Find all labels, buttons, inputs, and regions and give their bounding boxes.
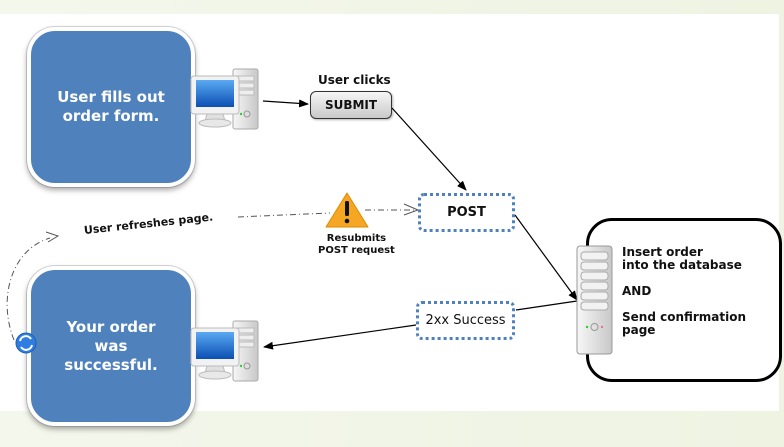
success-response-node: 2xx Success xyxy=(416,301,515,340)
warning-caption-line-2: POST request xyxy=(318,245,395,256)
success-line-1: Your order xyxy=(66,317,156,336)
success-line-3: successful. xyxy=(64,355,158,374)
server-tower-icon xyxy=(576,245,613,355)
server-line-3: Send confirmation xyxy=(622,310,747,324)
success-response-label: 2xx Success xyxy=(425,313,506,328)
arrow-computer-to-submit xyxy=(262,99,309,108)
order-form-label: User fills out order form. xyxy=(57,88,165,125)
desktop-computer-icon xyxy=(190,320,259,382)
desktop-computer-icon xyxy=(190,68,259,130)
order-form-box: User fills out order form. xyxy=(27,27,195,187)
server-line-2: into the database xyxy=(622,258,742,272)
success-page-box: Your order was successful. xyxy=(27,266,195,426)
warning-caption-line-1: Resubmits xyxy=(326,233,387,244)
server-text: Insert order into the database AND Send … xyxy=(622,246,746,337)
refresh-arrowhead xyxy=(45,231,60,243)
submit-button[interactable]: SUBMIT xyxy=(310,91,392,119)
arrow-post-to-server xyxy=(514,214,578,301)
arrow-success-to-computer xyxy=(263,324,417,350)
submit-caption: User clicks xyxy=(318,73,391,87)
success-line-2: was xyxy=(94,336,128,355)
server-line-4: page xyxy=(622,323,656,337)
post-label: POST xyxy=(447,205,486,220)
server-line-and: AND xyxy=(622,284,652,298)
post-request-node: POST xyxy=(418,193,515,232)
server-line-1: Insert order xyxy=(622,245,703,259)
warning-caption: Resubmits POST request xyxy=(318,233,395,257)
line-server-to-success xyxy=(515,300,578,311)
refresh-icon xyxy=(15,332,37,354)
refresh-path xyxy=(6,237,51,341)
arrow-submit-to-post xyxy=(391,107,467,191)
resubmit-path-left xyxy=(237,212,331,218)
warning-triangle-icon xyxy=(325,192,369,228)
